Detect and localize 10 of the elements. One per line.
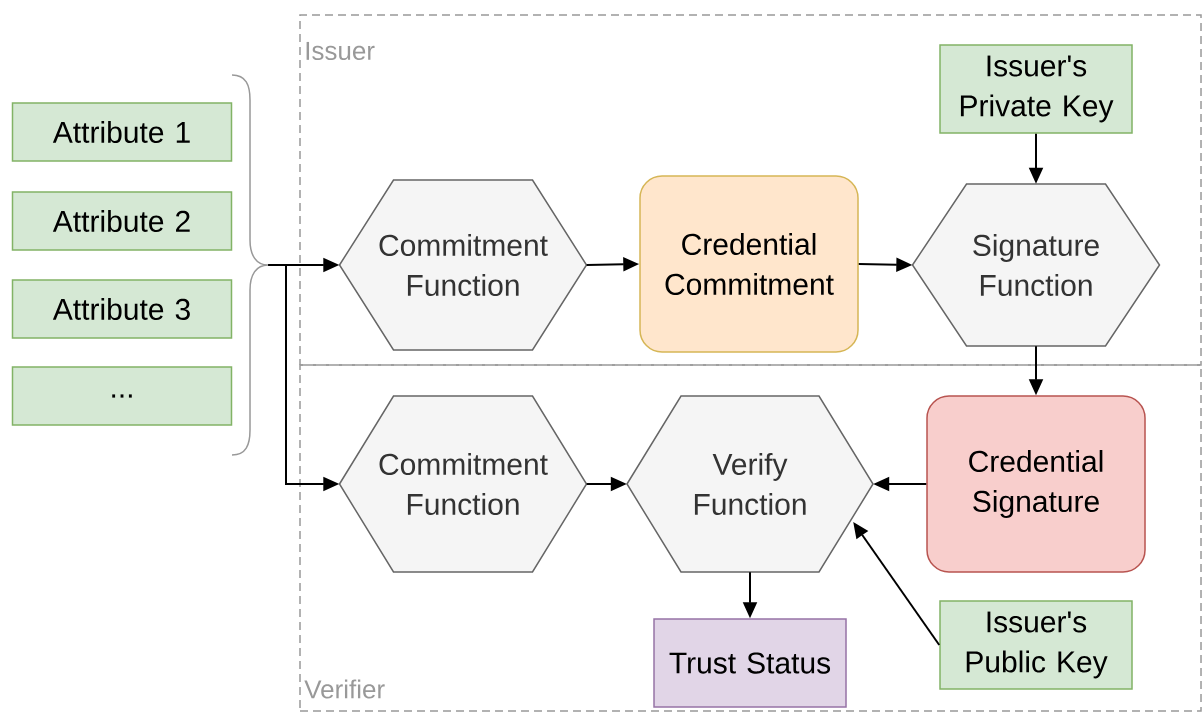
label-box: ... [11,366,233,426]
brace [231,74,269,456]
rounded-box: Credential Signature [926,395,1146,573]
label-box: Attribute 1 [11,102,233,162]
label-box: Trust Status [653,618,847,708]
label-box: Attribute 2 [11,191,233,251]
label-box: Issuer's Public Key [939,600,1133,690]
rounded-box: Credential Commitment [639,175,859,353]
label-box: Issuer's Private Key [939,44,1133,134]
label-box: Attribute 3 [11,279,233,339]
